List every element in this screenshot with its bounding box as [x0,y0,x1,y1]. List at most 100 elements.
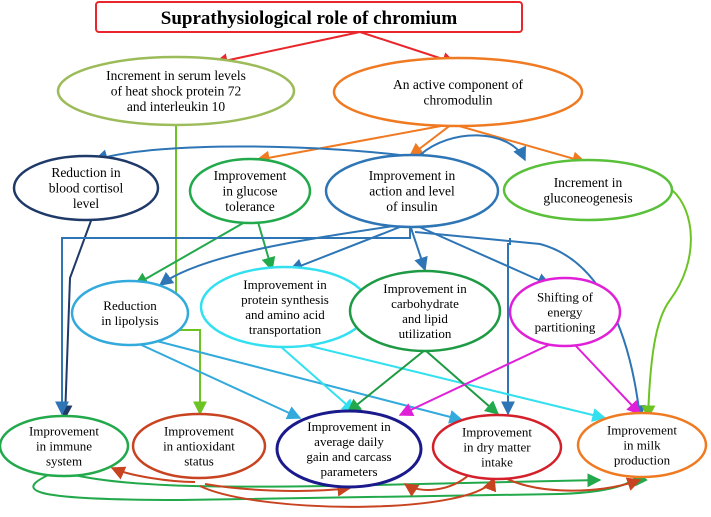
edge-energy-milk [574,344,641,416]
edge-antioxidant-adg [204,482,352,497]
node-chromodulin-label-line: chromodulin [424,92,493,107]
edge-insulin-cortisol [93,145,416,163]
node-energy-label-line: Shifting of [537,290,594,305]
node-lipolysis-shape [70,279,190,347]
edge-insulin-immune-loop [55,225,411,416]
node-chromodulin-label-line: An active component of [393,77,524,92]
node-energy-shape [508,276,622,348]
node-cortisol-label-line: blood cortisol [49,181,124,196]
node-gluconeo-shape [502,158,674,222]
node-milk-label-line: in milk [623,438,661,453]
node-adg-label-line: average daily [314,434,384,449]
diagram-title: Suprathysiological role of chromium [161,8,458,29]
node-lipolysis-label-line: in lipolysis [101,313,158,328]
node-glucose-shape [188,157,312,225]
node-immune-shape [0,414,130,478]
edge-chromodulin-insulin [408,123,453,157]
node-protein-label-line: Improvement in [243,277,327,292]
node-hsp-label-line: of heat shock protein 72 [111,84,241,99]
edge-chromodulin-glucose [255,123,453,165]
node-antioxidant-label-line: status [184,454,214,469]
node-glucose-label-line: Improvement [214,168,287,183]
node-insulin-shape [324,153,500,229]
edge-drymatter-milk [504,477,642,492]
node-adg-label-line: gain and carcass [306,449,391,464]
edge-lipolysis-adg [134,341,302,420]
edge-carb-adg [346,349,426,413]
node-cortisol-label-line: level [73,196,99,211]
node-chromodulin-shape [332,56,584,128]
node-adg-label-line: parameters [320,464,377,479]
edge-gluconeo-milk [641,189,692,420]
node-drymatter-label-line: Improvement [462,425,532,440]
node-drymatter-label-line: intake [481,455,513,470]
edge-insulin-carb [409,224,428,272]
edge-glucose-protein [257,221,276,272]
edge-energy-adg [398,341,556,416]
edge-glucose-lipolysis [133,221,246,286]
node-carb-label-line: Improvement in [383,281,467,296]
edge-insulin-lipolysis [158,224,401,286]
node-antioxidant-label-line: in antioxidant [163,439,235,454]
node-protein-label-line: and amino acid [245,307,325,322]
node-immune-label-line: system [46,454,82,469]
node-glucose-label-line: in glucose [222,184,277,199]
node-cortisol-shape [12,154,160,222]
edge-immune-milk-green [69,473,602,488]
edge-antioxidant-immune [110,466,196,483]
node-cortisol-label-line: Reduction in [51,165,121,180]
node-antioxidant-label-line: Improvement [164,424,234,439]
node-immune-label-line: in immune [36,439,92,454]
node-drymatter-label-line: in dry matter [463,440,531,455]
node-insulin-label-line: action and level [369,184,455,199]
node-milk-shape [576,411,708,479]
node-protein-label-line: transportation [249,322,322,337]
edge-drymatter-adg [403,473,471,497]
edge-insulin-protein [288,224,406,272]
node-glucose-label-line: tolerance [225,199,274,214]
node-energy-label-line: partitioning [535,320,596,335]
node-milk-label-line: production [614,453,671,468]
node-drymatter-shape [431,413,563,481]
node-gluconeo-label-line: gluconeogenesis [543,190,632,205]
node-insulin-label-line: of insulin [386,199,438,214]
node-hsp-label-line: Increment in serum levels [106,68,246,83]
node-carb-label-line: utilization [399,326,452,341]
edge-title-hsp [213,31,361,68]
node-adg-label-line: Improvement in [307,419,391,434]
node-carb-label-line: carbohydrate [391,296,459,311]
node-insulin-label-line: Improvement in [369,168,456,183]
node-carb-label-line: and lipid [402,311,448,326]
node-milk-label-line: Improvement [607,423,677,438]
edge-insulin-gluconeo [419,134,526,162]
node-lipolysis-label-line: Reduction [103,298,157,313]
node-gluconeo-label-line: Increment in [554,175,623,190]
node-adg-shape [275,409,423,489]
node-hsp-label-line: and interleukin 10 [127,99,225,114]
node-carb-shape [348,269,502,353]
edge-antioxidant-drymatter [199,476,497,508]
node-immune-label-line: Improvement [29,424,99,439]
edge-protein-milk [309,345,607,422]
title-box: Suprathysiological role of chromium [95,1,523,33]
edge-protein-adg [279,345,357,413]
edge-chromodulin-gluconeo [451,123,587,166]
node-hsp-shape [56,55,296,127]
